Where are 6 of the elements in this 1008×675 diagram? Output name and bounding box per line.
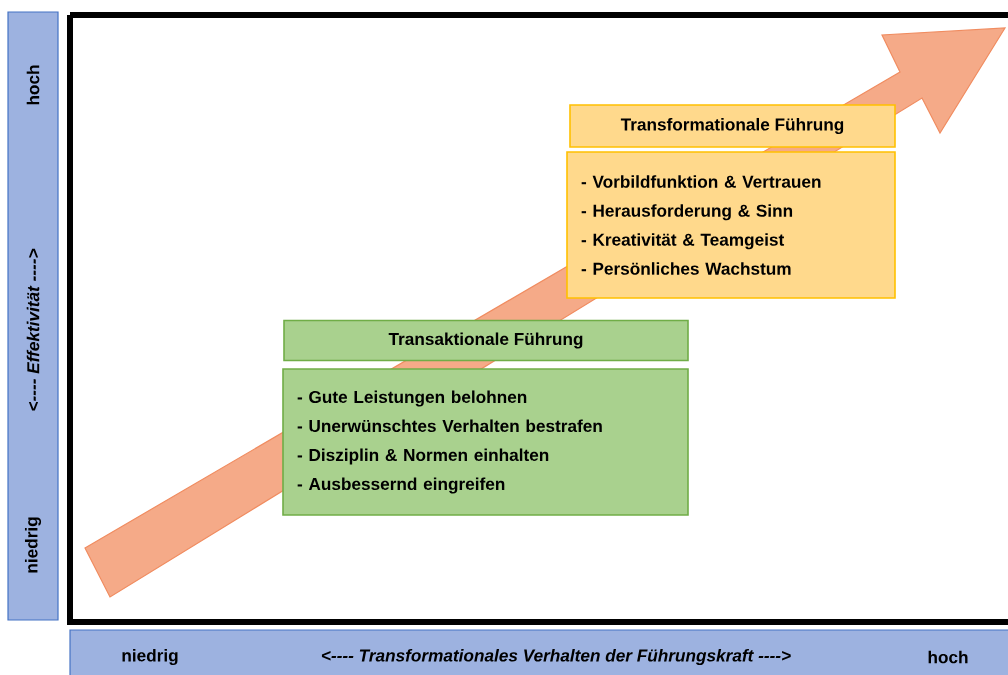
list-box: - Gute Leistungen belohnen - Unerwünschtes Verhalten bestrafen - Disziplin & Normen einhalten - Ausbessernd eingreifen (282, 368, 689, 516)
header-box: Transaktionale Führung (283, 319, 689, 362)
list-box: - Vorbildfunktion & Vertrauen - Herausforderung & Sinn - Kreativität & Teamgeist - Persönliches Wachstum (566, 151, 896, 299)
axis-band: hoch <---- Effektivität ----> niedrig (7, 11, 59, 621)
header-box: Transformationale Führung (569, 104, 896, 148)
axis-band: niedrig <---- Transformationales Verhalten der Führungskraft ----> hoch (69, 629, 1008, 675)
